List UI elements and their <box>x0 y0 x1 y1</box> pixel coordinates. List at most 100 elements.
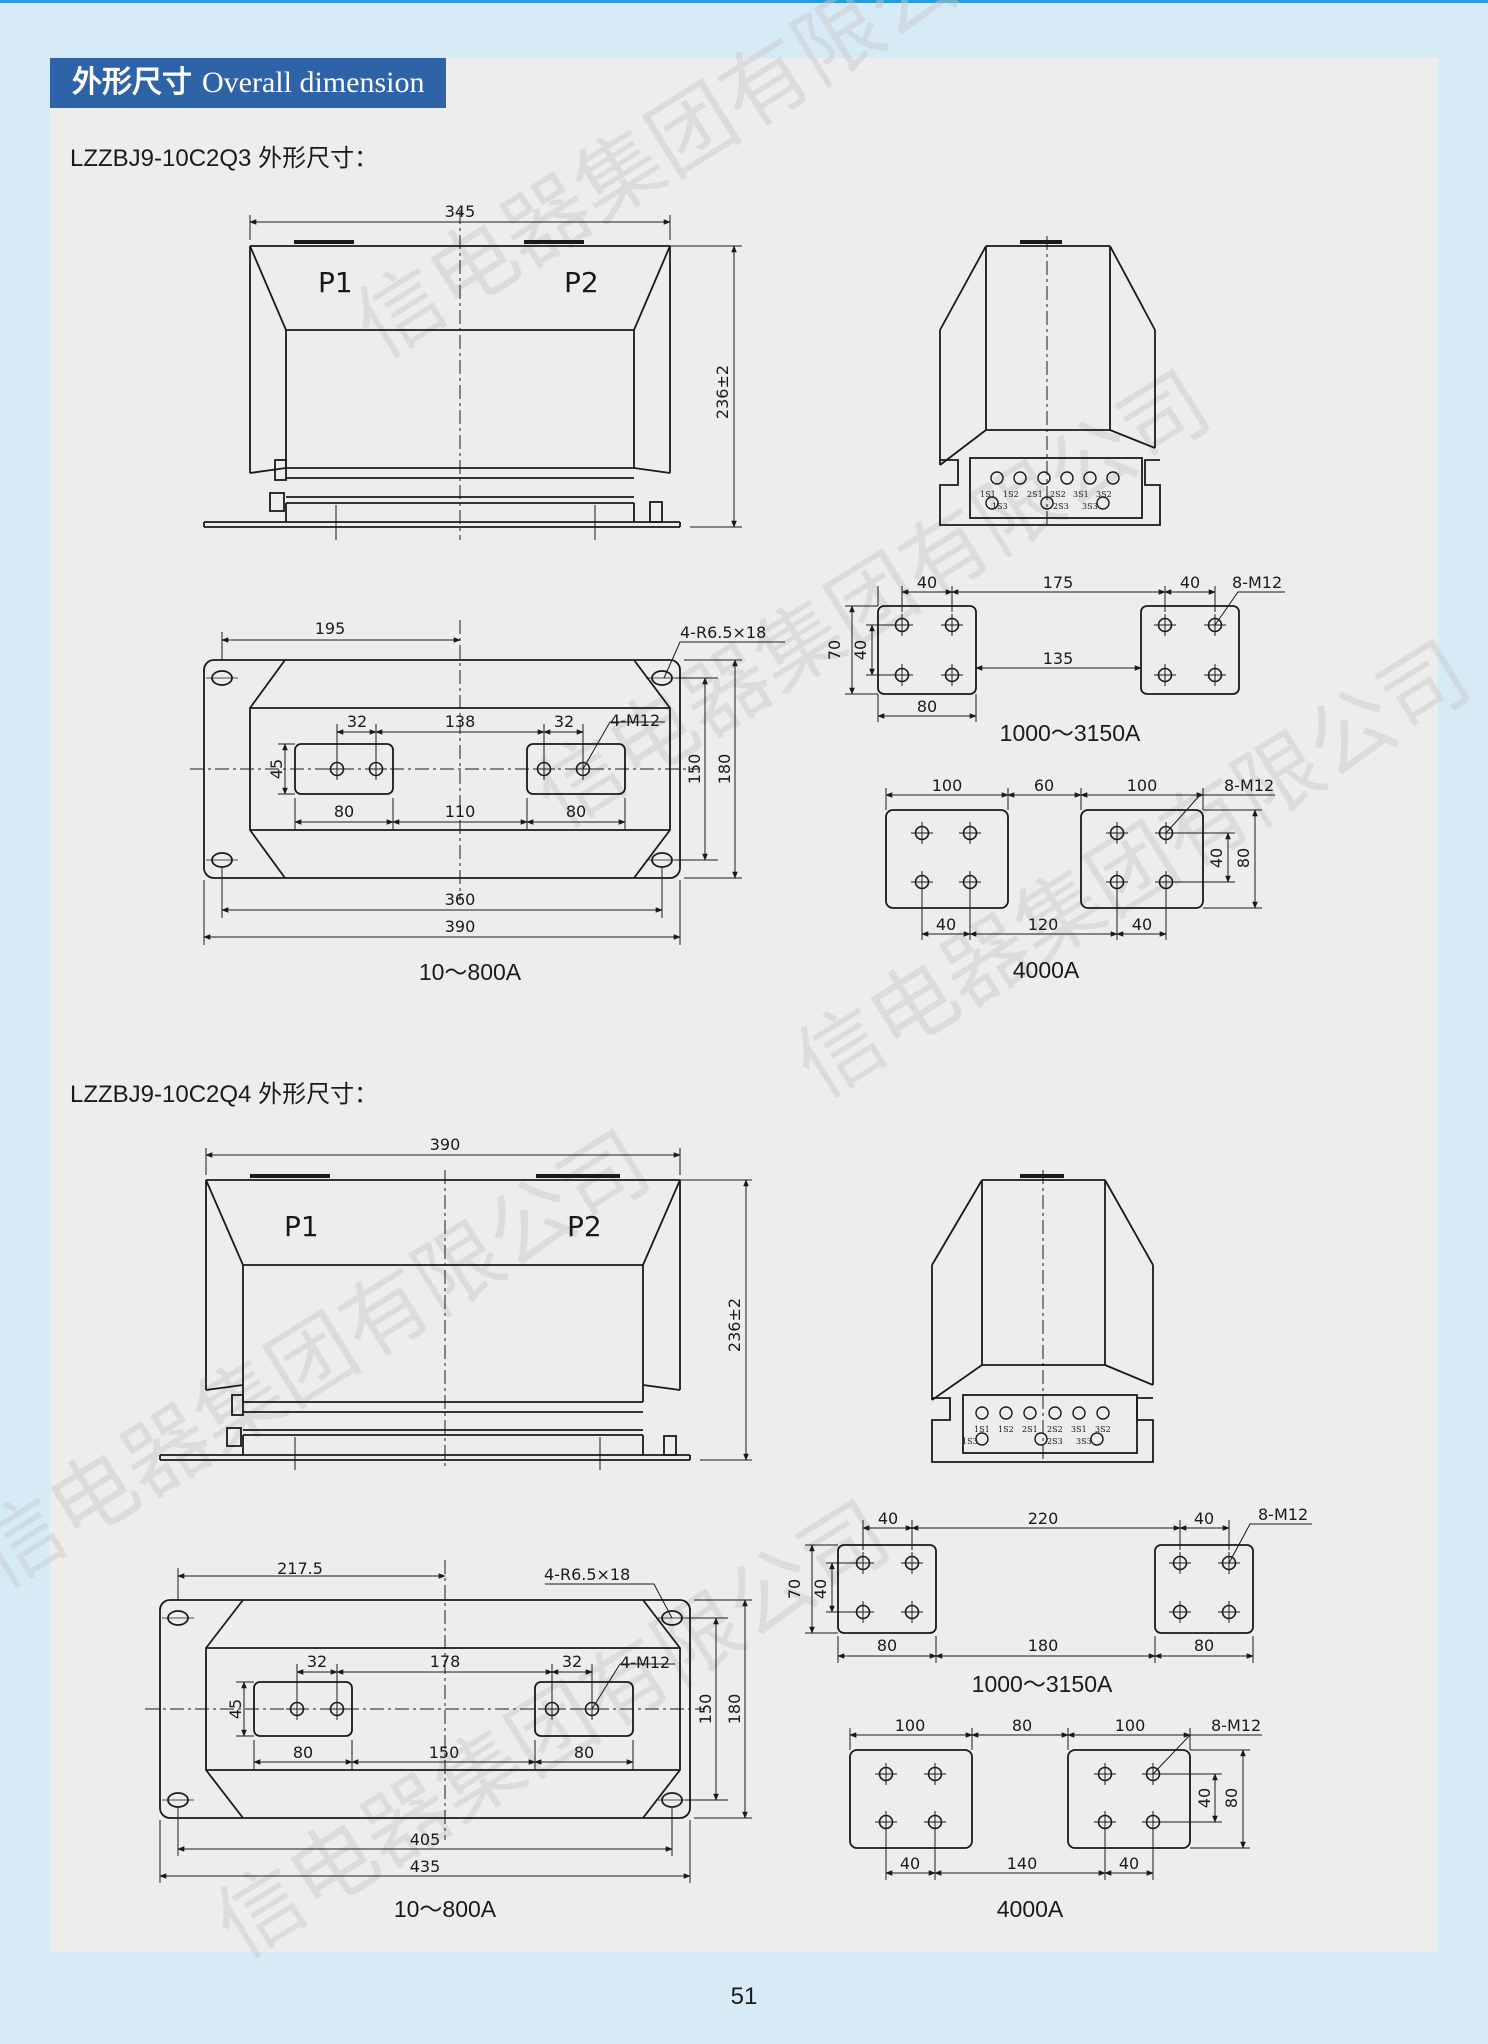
q3-t1000-70: 70 <box>825 640 844 660</box>
q3-t4000-40b: 40 <box>1132 915 1152 934</box>
page-number: 51 <box>730 1983 758 2010</box>
q4-t1000-bolt: 8-M12 <box>1258 1505 1308 1524</box>
q4-t1000-80b: 80 <box>1194 1636 1214 1655</box>
q3-secondary-terminals <box>985 471 1120 510</box>
q4-t4000-40b: 40 <box>1119 1854 1139 1873</box>
q4-dim-180: 180 <box>725 1694 744 1725</box>
q4-t1000-70: 70 <box>785 1579 804 1599</box>
svg-text:信电器集团有限公司: 信电器集团有限公司 <box>198 1483 907 1978</box>
q3-terminal-spec: 4-M12 <box>610 711 660 730</box>
q3-t4000-100a: 100 <box>932 776 963 795</box>
q3-terminal-1000 <box>877 605 1240 695</box>
q4-terminal-4000-bolts <box>874 1762 1165 1834</box>
q4-t4000-80: 80 <box>1012 1716 1032 1735</box>
q3-t1000-135: 135 <box>1043 649 1074 668</box>
q4-terminal-4000-dims <box>849 1728 1262 1880</box>
q3-p2-label: P2 <box>564 266 599 299</box>
q4-terminal-1000-bolts <box>851 1551 1241 1624</box>
q3-t4000-120: 120 <box>1028 915 1059 934</box>
svg-text:2S2: 2S2 <box>1050 490 1066 499</box>
q4-dim-80a: 80 <box>293 1743 313 1762</box>
q4-dim-435: 435 <box>410 1857 441 1876</box>
q4-t1000-40v: 40 <box>811 1579 830 1599</box>
q4-t4000-caption: 4000A <box>997 1896 1064 1922</box>
q4-dim-150: 150 <box>696 1694 715 1725</box>
q3-t4000-caption: 4000A <box>1013 957 1080 983</box>
q3-t1000-40a: 40 <box>917 573 937 592</box>
q3-dim-45: 45 <box>267 759 286 779</box>
q4-hole-spec: 4-R6.5×18 <box>544 1565 630 1584</box>
q4-plan-view <box>145 1560 705 1840</box>
q4-side-view <box>931 1170 1154 1463</box>
model-q4-title: LZZBJ9-10C2Q4 外形尺寸： <box>70 1081 379 1108</box>
q3-t4000-40v: 40 <box>1207 848 1226 868</box>
q3-dim-390: 390 <box>445 917 476 936</box>
q3-plan-view <box>190 620 700 900</box>
q4-dim-150b: 150 <box>429 1743 460 1762</box>
q4-dim-178: 178 <box>430 1652 461 1671</box>
q3-front-view <box>203 210 681 540</box>
q3-dim-110: 110 <box>445 802 476 821</box>
q4-t1000-80a: 80 <box>877 1636 897 1655</box>
q3-terminal-1000-dims <box>845 586 1285 722</box>
svg-text:3S2: 3S2 <box>1096 490 1112 499</box>
q4-t4000-bolt: 8-M12 <box>1211 1716 1261 1735</box>
q4-t4000-40v: 40 <box>1195 1788 1214 1808</box>
q4-plan-dims <box>159 1568 752 1883</box>
svg-text:3S1: 3S1 <box>1073 490 1089 499</box>
q3-t4000-60: 60 <box>1034 776 1054 795</box>
q3-t1000-175: 175 <box>1043 573 1074 592</box>
q4-plan-caption: 10～800A <box>394 1896 497 1922</box>
svg-text:2S3: 2S3 <box>1053 502 1069 511</box>
q4-dim-32a: 32 <box>307 1652 327 1671</box>
q4-terminal-spec: 4-M12 <box>620 1653 670 1672</box>
q3-dim-32b: 32 <box>554 712 574 731</box>
q3-plan-caption: 10～800A <box>419 959 522 985</box>
q4-dim-45: 45 <box>226 1699 245 1719</box>
svg-text:信电器集团有限公司: 信电器集团有限公司 <box>338 0 1047 378</box>
q3-dim-150: 150 <box>685 754 704 785</box>
q3-t4000-100b: 100 <box>1127 776 1158 795</box>
svg-text:1S3: 1S3 <box>992 502 1008 511</box>
svg-text:1S1: 1S1 <box>980 490 996 499</box>
q3-dim-32a: 32 <box>347 712 367 731</box>
q3-plan-dims <box>203 632 785 945</box>
q4-t4000-80v: 80 <box>1222 1788 1241 1808</box>
q4-t1000-220: 220 <box>1028 1509 1059 1528</box>
q3-height-dim: 236±2 <box>713 365 732 419</box>
q4-secondary-terminals <box>975 1406 1110 1446</box>
svg-text:3S1: 3S1 <box>1071 1425 1087 1434</box>
svg-text:信电器集团有限公司: 信电器集团有限公司 <box>778 623 1487 1118</box>
q3-t1000-40b: 40 <box>1180 573 1200 592</box>
q3-t1000-caption: 1000～3150A <box>1000 720 1141 746</box>
svg-text:1S2: 1S2 <box>998 1425 1014 1434</box>
q3-dim-138: 138 <box>445 712 476 731</box>
q3-dim-180: 180 <box>715 754 734 785</box>
q4-t4000-100b: 100 <box>1115 1716 1146 1735</box>
q4-front-view <box>159 1170 691 1470</box>
top-rule <box>0 0 1488 3</box>
q3-front-dims <box>249 215 742 528</box>
svg-text:1S3: 1S3 <box>962 1437 978 1446</box>
svg-text:3S3: 3S3 <box>1082 502 1098 511</box>
q4-width-dim: 390 <box>430 1135 461 1154</box>
svg-text:3S2: 3S2 <box>1095 1425 1111 1434</box>
q4-terminal-1000-dims <box>805 1520 1312 1663</box>
q4-t1000-180: 180 <box>1028 1636 1059 1655</box>
q3-t1000-bolt: 8-M12 <box>1232 573 1282 592</box>
q4-front-dims <box>205 1148 752 1461</box>
q4-terminal-1000 <box>837 1544 1254 1634</box>
header-title-en: Overall dimension <box>202 66 425 99</box>
svg-text:信电器集团有限公司: 信电器集团有限公司 <box>0 1113 668 1608</box>
q4-t4000-100a: 100 <box>895 1716 926 1735</box>
watermark: 信电器集团有限公司 信电器集团有限公司 信电器集团有限公司 信电器集团有限公司 … <box>0 0 1488 1978</box>
svg-text:1S1: 1S1 <box>974 1425 990 1434</box>
q3-p1-label: P1 <box>318 266 353 299</box>
q3-width-dim: 345 <box>445 202 476 221</box>
q4-dim-80b: 80 <box>574 1743 594 1762</box>
q3-dim-195: 195 <box>315 619 346 638</box>
svg-text:1S2: 1S2 <box>1003 490 1019 499</box>
q3-side-view <box>939 236 1161 526</box>
svg-text:2S1: 2S1 <box>1027 490 1043 499</box>
